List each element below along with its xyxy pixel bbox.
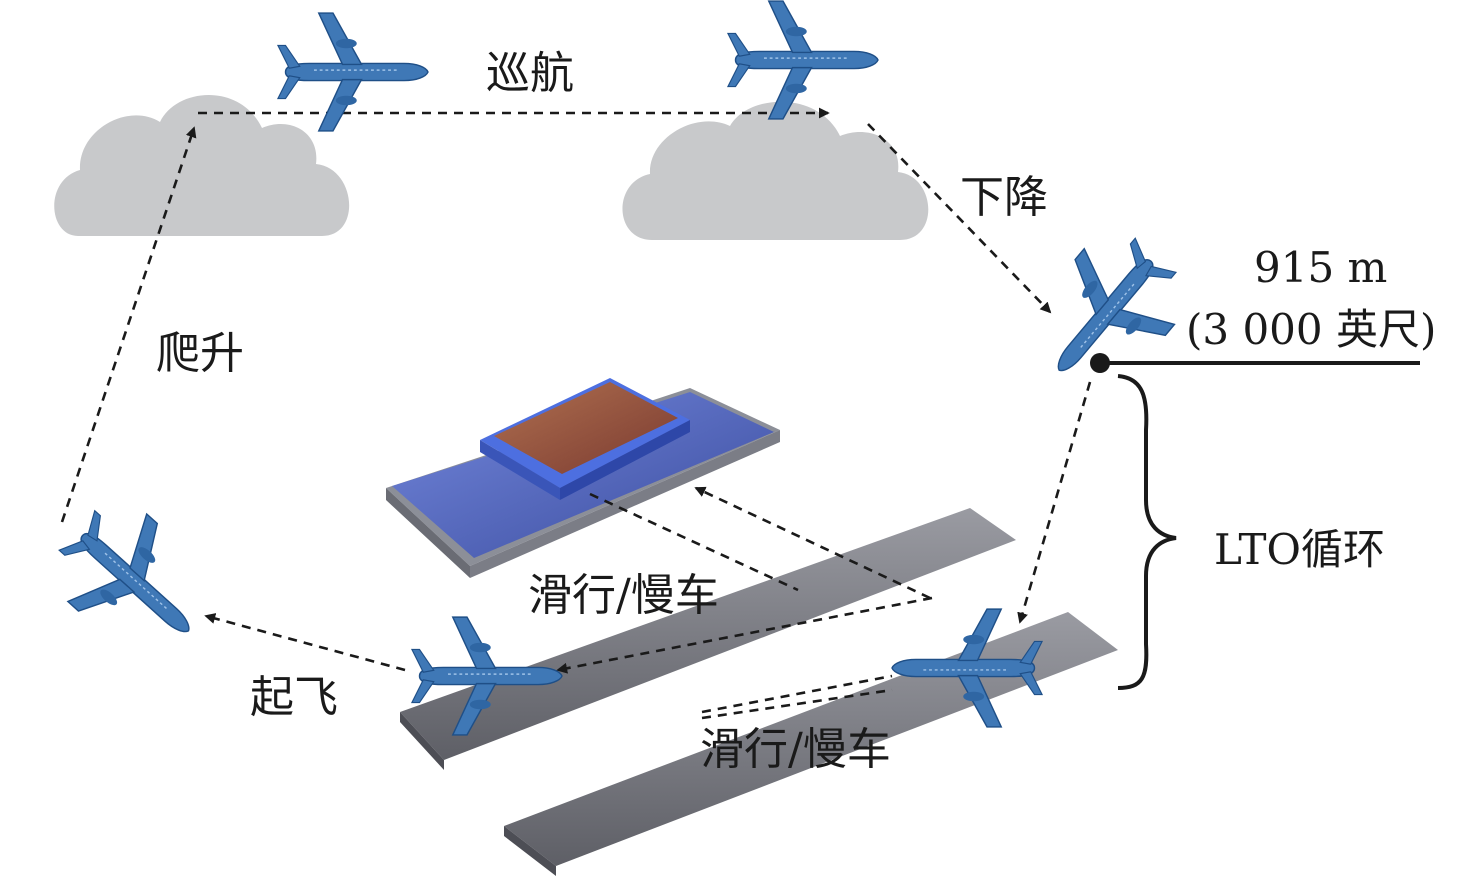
taxi-in-line-1 [701,674,893,714]
taxi-in-line-2 [701,688,893,720]
airplane-descent-icon [1013,216,1202,409]
takeoff-arrow [204,613,406,672]
cloud-left [54,95,350,236]
climb-arrow [60,126,197,523]
label-climb: 爬升 [156,328,244,379]
airplane-cruise-right-icon [727,0,879,120]
approach-arrow [1017,381,1092,624]
label-taxi-lower: 滑行/慢车 [700,724,891,775]
terminal-building [386,378,780,578]
label-altitude-m: 915 m [1254,243,1387,292]
label-altitude-ft: (3 000 英尺) [1186,305,1436,354]
taxi-to-terminal-arrow [694,486,931,600]
label-cruise: 巡航 [486,48,574,99]
label-descent: 下降 [960,172,1048,223]
label-takeoff: 起飞 [250,672,338,723]
taxi-terminal-out-line [589,492,799,592]
label-lto-cycle: LTO循环 [1214,525,1385,574]
runway-upper [400,508,1016,770]
cloud-right [622,101,929,240]
airplane-takeoff-icon [36,485,229,676]
descent-arrow [867,123,1052,314]
lto-brace [1117,374,1177,690]
label-taxi-upper: 滑行/慢车 [528,570,719,621]
altitude-point [1090,353,1110,373]
